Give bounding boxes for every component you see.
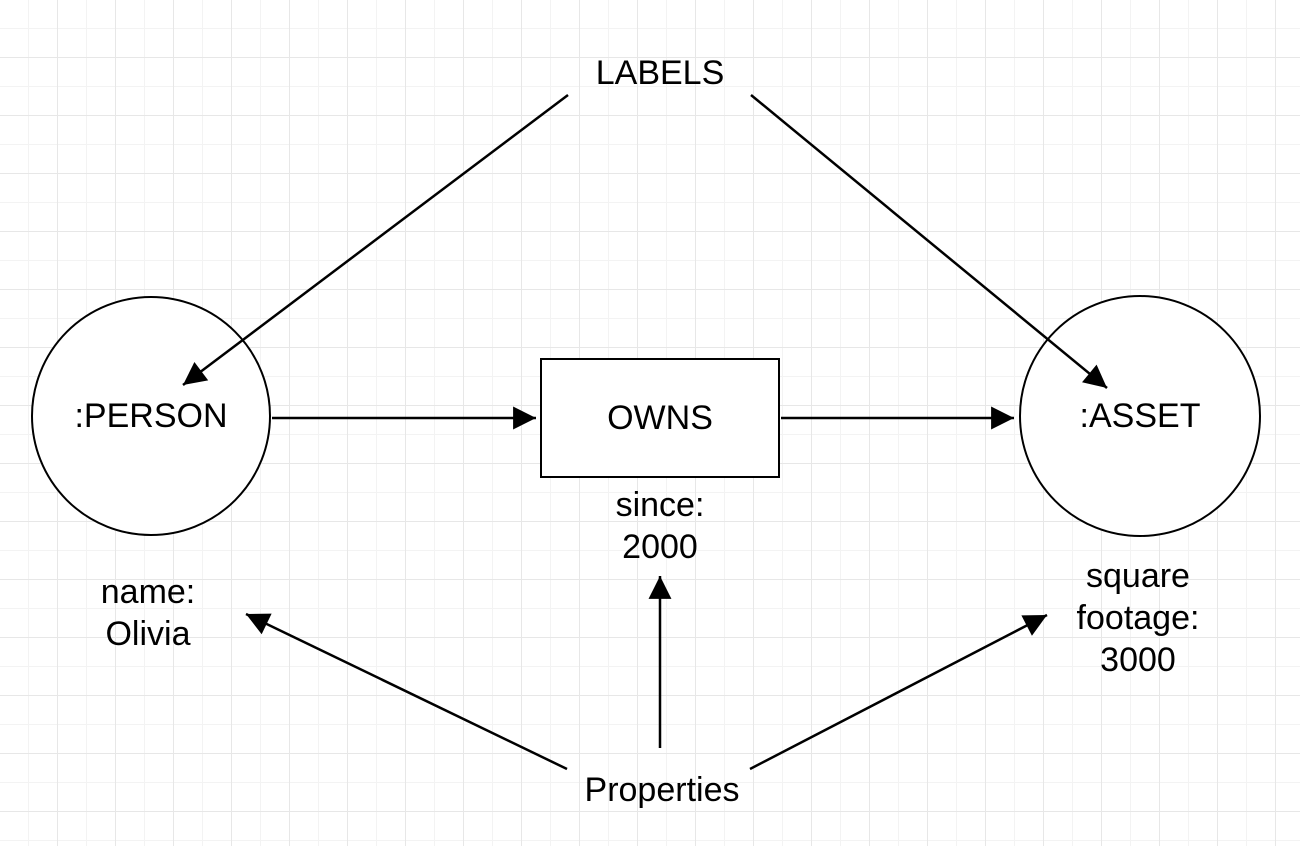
node-person[interactable]: :PERSON <box>31 296 271 536</box>
connector-labels-to-asset[interactable] <box>750 94 1108 389</box>
asset-property-line-1: square <box>1086 557 1190 595</box>
person-property-line-1: name: <box>100 573 196 611</box>
connector-properties-to-name[interactable] <box>245 612 568 771</box>
node-asset-label: :ASSET <box>1079 397 1201 435</box>
node-asset[interactable]: :ASSET <box>1019 295 1261 537</box>
labels-title[interactable]: LABELS <box>595 54 725 92</box>
node-person-label: :PERSON <box>74 397 228 435</box>
owns-property-label[interactable]: since: 2000 <box>616 484 705 568</box>
properties-title[interactable]: Properties <box>584 771 740 809</box>
node-owns[interactable]: OWNS <box>540 358 780 478</box>
node-owns-label: OWNS <box>607 399 713 437</box>
asset-property-line-3: 3000 <box>1100 641 1176 679</box>
owns-property-line-2: 2000 <box>622 528 698 566</box>
person-property-line-2: Olivia <box>105 615 191 653</box>
asset-property-label[interactable]: square footage: 3000 <box>1077 555 1200 681</box>
person-property-label[interactable]: name: Olivia <box>101 571 196 655</box>
asset-property-line-2: footage: <box>1076 599 1200 637</box>
connector-properties-to-sqft[interactable] <box>749 613 1048 771</box>
connector-labels-to-person[interactable] <box>182 94 569 386</box>
owns-property-line-1: since: <box>615 486 705 524</box>
